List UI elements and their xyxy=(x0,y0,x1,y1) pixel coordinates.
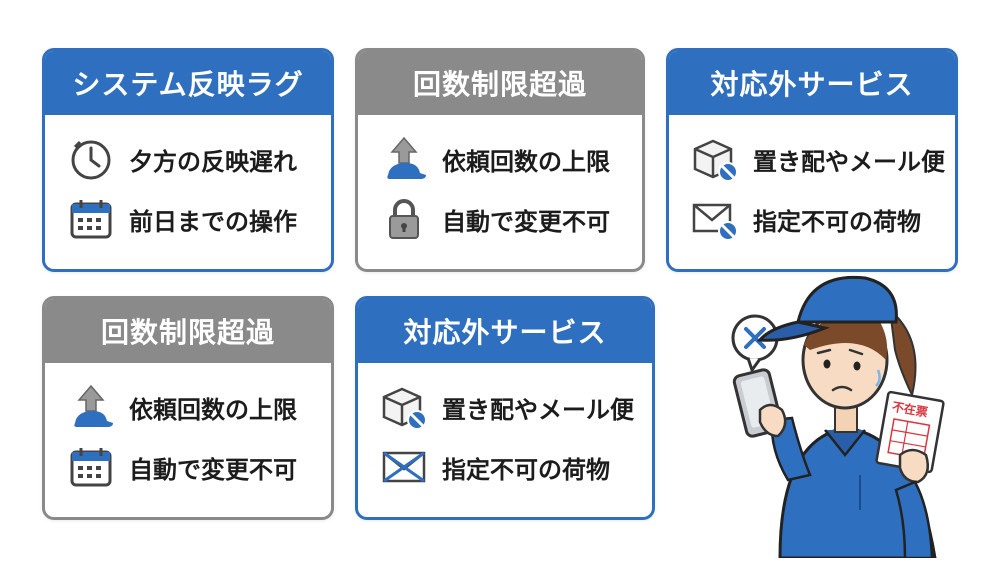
item-label: 依頼回数の上限 xyxy=(442,147,610,176)
box-prohibited-icon xyxy=(380,383,428,431)
card-title: 対応外サービス xyxy=(669,51,955,115)
list-item: 夕方の反映遅れ xyxy=(67,129,309,189)
item-label: 前日までの操作 xyxy=(129,207,297,236)
card-system-lag: システム反映ラグ 夕方の反映遅れ 前日までの操作 xyxy=(42,48,334,272)
confused-delivery-worker-icon: 不在票 xyxy=(700,250,1000,560)
card-title: 回数制限超過 xyxy=(45,299,331,363)
absence-notice: 不在票 xyxy=(875,390,945,474)
list-item: 依頼回数の上限 xyxy=(67,377,309,437)
card-limit-exceeded-2: 回数制限超過 依頼回数の上限 自動で変更不可 xyxy=(42,296,334,520)
item-label: 夕方の反映遅れ xyxy=(129,147,297,176)
card-title: システム反映ラグ xyxy=(45,51,331,115)
cap-arrow-up-icon xyxy=(67,383,115,431)
calendar-icon xyxy=(67,443,115,491)
list-item: 指定不可の荷物 xyxy=(691,189,933,249)
list-item: 自動で変更不可 xyxy=(67,437,309,497)
clock-icon xyxy=(67,135,115,183)
cross-bubble-icon xyxy=(731,314,779,372)
item-label: 自動で変更不可 xyxy=(129,455,297,484)
notice-label: 不在票 xyxy=(891,399,929,420)
list-item: 指定不可の荷物 xyxy=(380,437,630,497)
card-unsupported-service: 対応外サービス 置き配やメール便 指定不可の荷物 xyxy=(666,48,958,272)
item-label: 自動で変更不可 xyxy=(442,207,610,236)
card-limit-exceeded: 回数制限超過 依頼回数の上限 自動で変更不可 xyxy=(355,48,645,272)
box-prohibited-icon xyxy=(691,135,739,183)
item-label: 依頼回数の上限 xyxy=(129,395,297,424)
cap-arrow-up-icon xyxy=(380,135,428,183)
envelope-prohibited-icon xyxy=(691,195,739,243)
item-label: 指定不可の荷物 xyxy=(753,207,921,236)
list-item: 置き配やメール便 xyxy=(380,377,634,437)
card-title: 対応外サービス xyxy=(358,299,652,363)
padlock-icon xyxy=(380,195,428,243)
list-item: 自動で変更不可 xyxy=(380,189,620,249)
list-item: 置き配やメール便 xyxy=(691,129,945,189)
item-label: 置き配やメール便 xyxy=(442,395,634,424)
calendar-icon xyxy=(67,195,115,243)
envelope-crossed-icon xyxy=(380,443,428,491)
list-item: 依頼回数の上限 xyxy=(380,129,620,189)
card-title: 回数制限超過 xyxy=(358,51,642,115)
card-unsupported-service-2: 対応外サービス 置き配やメール便 指定不可の荷物 xyxy=(355,296,655,520)
item-label: 指定不可の荷物 xyxy=(442,455,610,484)
list-item: 前日までの操作 xyxy=(67,189,309,249)
item-label: 置き配やメール便 xyxy=(753,147,945,176)
